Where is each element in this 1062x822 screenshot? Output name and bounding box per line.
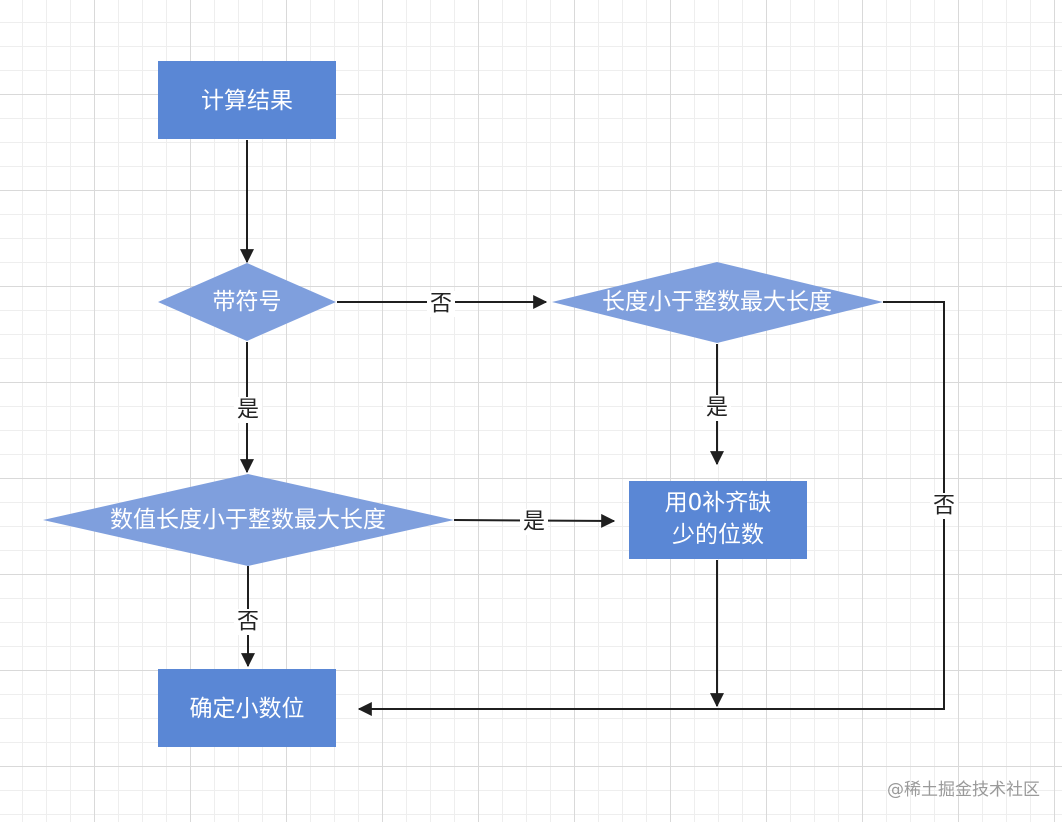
node-decide-decimal-label: 确定小数位 [190,696,305,722]
node-signed-label: 带符号 [213,289,282,315]
edge-label-signed-no-bg [427,291,455,317]
edge-label-value-yes: 是 [523,510,545,535]
node-decide-decimal [158,669,336,747]
edge-label-signed-no: 否 [430,292,452,317]
edge-label-right-yes: 是 [706,396,728,421]
edge-label-right-no-bg [930,493,958,519]
edge-label-right-no: 否 [933,494,955,519]
node-pad-zeros-line2: 少的位数 [672,522,764,548]
edge-label-value-no-bg [234,609,262,635]
node-pad-zeros [629,481,807,559]
node-len-check-label: 长度小于整数最大长度 [602,289,832,315]
edge-label-signed-yes: 是 [237,398,259,423]
node-value-len-check-diamond [43,474,454,566]
edge-label-right-yes-bg [703,395,731,421]
node-len-check-diamond [552,262,883,343]
edge-label-signed-yes-bg [234,397,262,423]
node-calc-result [158,61,336,139]
edge-label-value-no: 否 [237,610,259,635]
edge-label-value-yes-bg [520,509,548,535]
node-calc-result-label: 计算结果 [201,88,293,114]
node-pad-zeros-line1: 用0补齐缺 [665,490,772,516]
node-value-len-check-label: 数值长度小于整数最大长度 [110,507,386,533]
watermark: @稀土掘金技术社区 [887,780,1040,800]
node-signed-diamond [158,263,336,341]
